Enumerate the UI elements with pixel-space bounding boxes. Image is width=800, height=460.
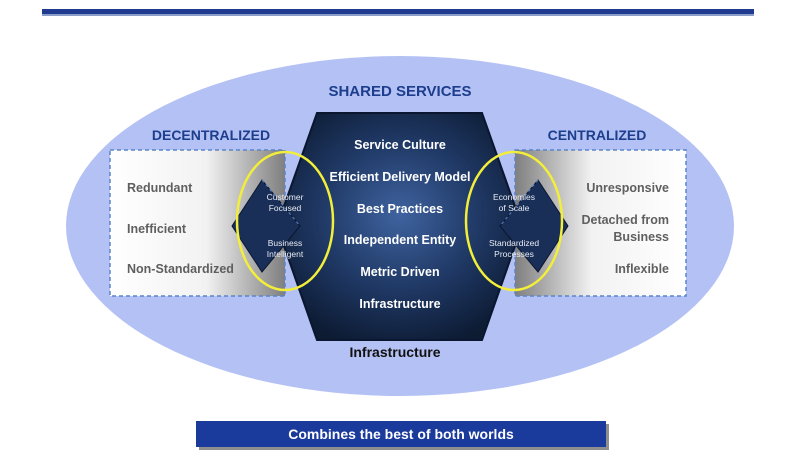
centralized-item: Detached from [581,213,669,227]
centralized-item: Business [613,230,669,244]
center-item: Independent Entity [344,233,457,247]
left-circle-text: Focused [269,203,302,213]
left-circle-text: Customer [267,192,304,202]
center-item: Metric Driven [360,265,439,279]
best-of-both-worlds-banner: Combines the best of both worlds [196,421,606,447]
left-diamond [231,179,301,273]
left-circle-text: Business [268,238,303,248]
left-yellow-circle [235,150,335,292]
centralized-item: Unresponsive [586,181,669,195]
left-diamond-dash [261,179,301,227]
center-item: Best Practices [357,202,443,216]
centralized-heading: CENTRALIZED [548,127,647,143]
decentralized-item: Redundant [127,181,193,195]
shared-services-title: SHARED SERVICES [328,83,471,100]
infrastructure-label: Infrastructure [349,344,440,360]
center-item: Efficient Delivery Model [329,170,470,184]
right-diamond [499,179,569,273]
right-circle-text: Processes [494,249,534,259]
right-circle-text: of Scale [499,203,530,213]
right-circle-text: Economies [493,192,535,202]
top-rule [42,9,754,16]
banner-text: Combines the best of both worlds [288,426,514,442]
right-diamond-dash [499,179,539,227]
center-item: Service Culture [354,138,446,152]
decentralized-item: Non-Standardized [127,262,234,276]
left-circle-text: Intelligent [267,249,304,259]
decentralized-item: Inefficient [127,222,187,236]
right-circle-text: Standardized [489,238,539,248]
decentralized-heading: DECENTRALIZED [152,127,270,143]
center-item: Infrastructure [359,297,440,311]
centralized-item: Inflexible [615,262,669,276]
right-yellow-circle [464,150,564,292]
